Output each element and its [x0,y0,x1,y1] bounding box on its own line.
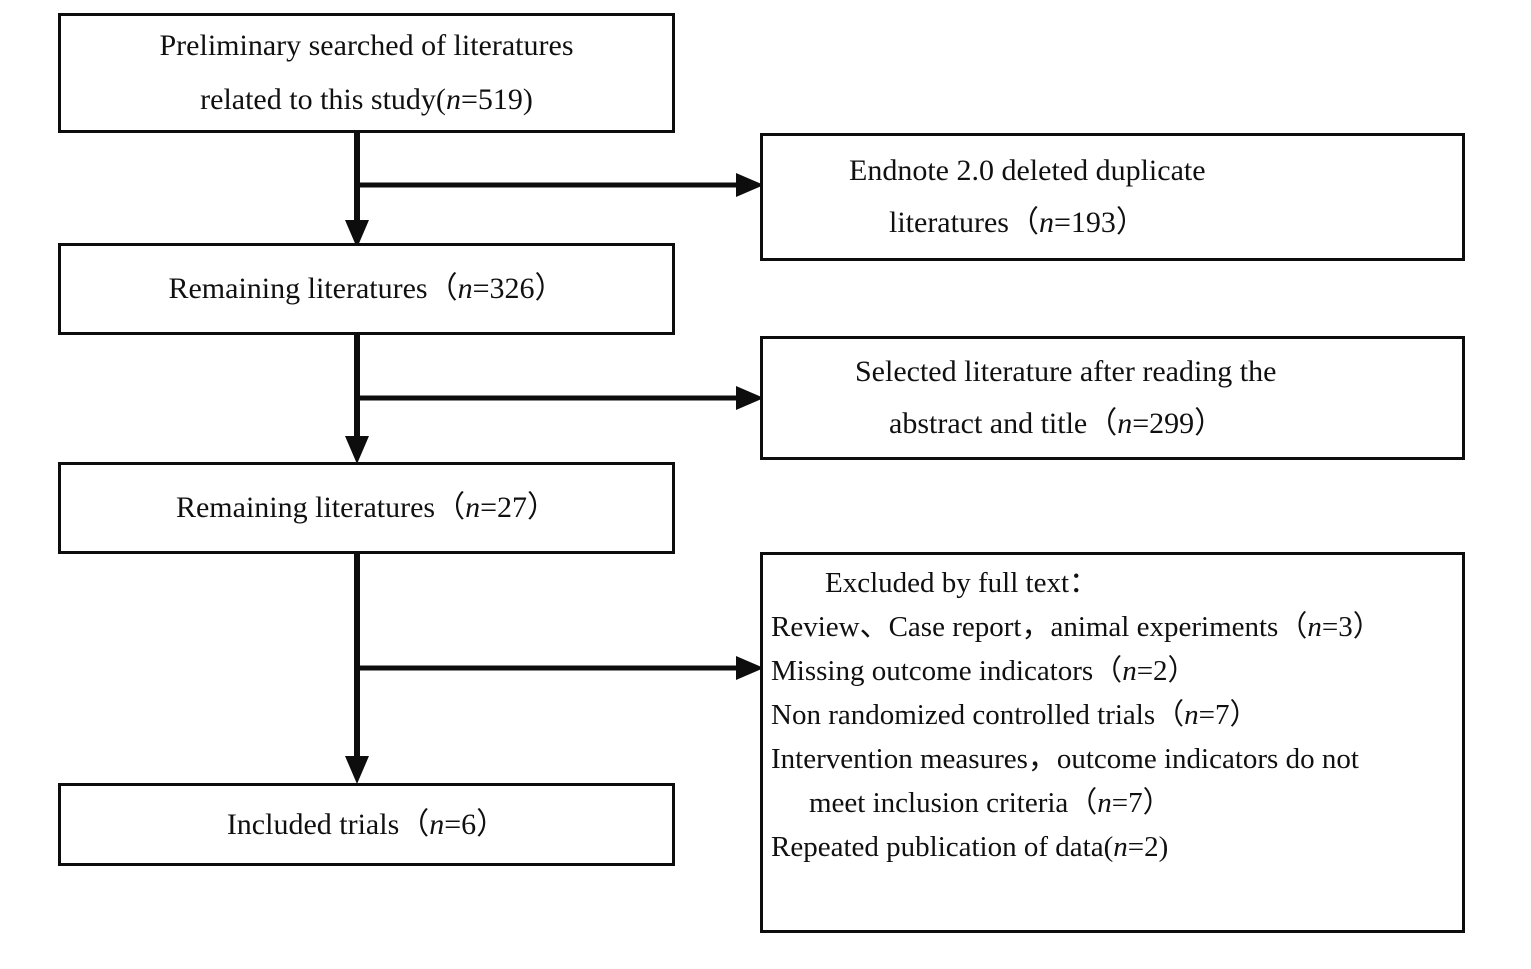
connector-remaining1-to-remaining2 [340,332,770,466]
excluded-reason-4: meet inclusion criteria（n=7） [809,787,1172,819]
connector-remaining2-to-included [340,550,770,786]
preliminary-search-line1: Preliminary searched of literatures [159,29,574,62]
remaining-326-text: Remaining literatures（n=326） [168,272,565,305]
screened-line1: Selected literature after reading the [855,355,1277,388]
excluded-reason-0: Review、Case report，animal experiments（n=… [771,611,1382,643]
screened-line2: abstract and title（n=299） [889,407,1225,440]
preliminary-search-line2: related to this study(n=519) [200,83,533,116]
connector-search-to-remaining1 [340,128,770,250]
box-preliminary-search: Preliminary searched of literatures rela… [58,13,675,133]
excluded-heading: Excluded by full text： [825,567,1099,599]
included-trials-text: Included trials（n=6） [226,807,507,841]
endnote-line1: Endnote 2.0 deleted duplicate [849,154,1206,187]
box-remaining-literatures-27: Remaining literatures（n=27） [58,462,675,554]
excluded-reason-1: Missing outcome indicators（n=2） [771,655,1197,687]
excluded-reason-3: Intervention measures，outcome indicators… [771,743,1359,775]
box-included-trials: Included trials（n=6） [58,783,675,866]
box-remaining-literatures-326: Remaining literatures（n=326） [58,243,675,335]
box-selected-after-abstract-title: Selected literature after reading the ab… [760,336,1465,460]
endnote-line2: literatures（n=193） [889,206,1146,239]
box-endnote-deleted-duplicates: Endnote 2.0 deleted duplicate literature… [760,133,1465,261]
remaining-27-text: Remaining literatures（n=27） [175,491,557,524]
excluded-reason-2: Non randomized controlled trials（n=7） [771,699,1259,731]
box-excluded-by-full-text: Excluded by full text： Review、Case repor… [760,552,1465,933]
excluded-reason-5: Repeated publication of data(n=2) [771,831,1169,863]
